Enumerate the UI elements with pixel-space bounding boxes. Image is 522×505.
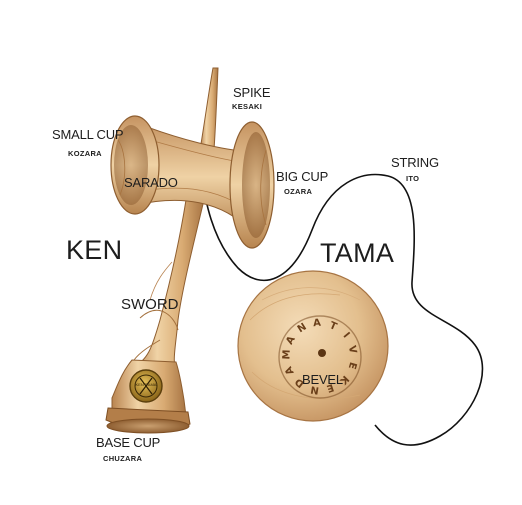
sarado-label: SARADO bbox=[124, 175, 178, 190]
ken-badge-text: KEN DAMA bbox=[135, 382, 157, 387]
big-cup bbox=[229, 121, 275, 249]
tama-hole bbox=[318, 349, 326, 357]
spike bbox=[199, 67, 219, 151]
big-cup-label: BIG CUP bbox=[276, 169, 329, 184]
tama-label: TAMA bbox=[320, 238, 395, 268]
string-line bbox=[199, 167, 484, 446]
base-cup-jp-label: CHUZARA bbox=[103, 454, 143, 463]
string-label: STRING bbox=[391, 155, 439, 170]
tama-engraving-letter: M bbox=[281, 348, 293, 360]
base-cup bbox=[105, 407, 191, 434]
small-cup-label: SMALL CUP bbox=[52, 127, 124, 142]
tama-engraving-letter: A bbox=[313, 317, 322, 330]
bevel-label: BEVEL bbox=[302, 372, 343, 387]
big-cup-jp-label: OZARA bbox=[284, 187, 313, 196]
base-cup-label: BASE CUP bbox=[96, 435, 161, 450]
small-cup-jp-label: KOZARA bbox=[68, 149, 102, 158]
string-jp-label: ITO bbox=[406, 174, 420, 183]
spike-jp-label: KESAKI bbox=[232, 102, 263, 111]
small-cup bbox=[110, 115, 160, 215]
spike-label: SPIKE bbox=[233, 85, 271, 100]
tama-ball bbox=[237, 270, 389, 422]
ken-badge bbox=[129, 369, 163, 403]
ken-label: KEN bbox=[66, 235, 123, 265]
sword-label: SWORD bbox=[121, 296, 179, 313]
